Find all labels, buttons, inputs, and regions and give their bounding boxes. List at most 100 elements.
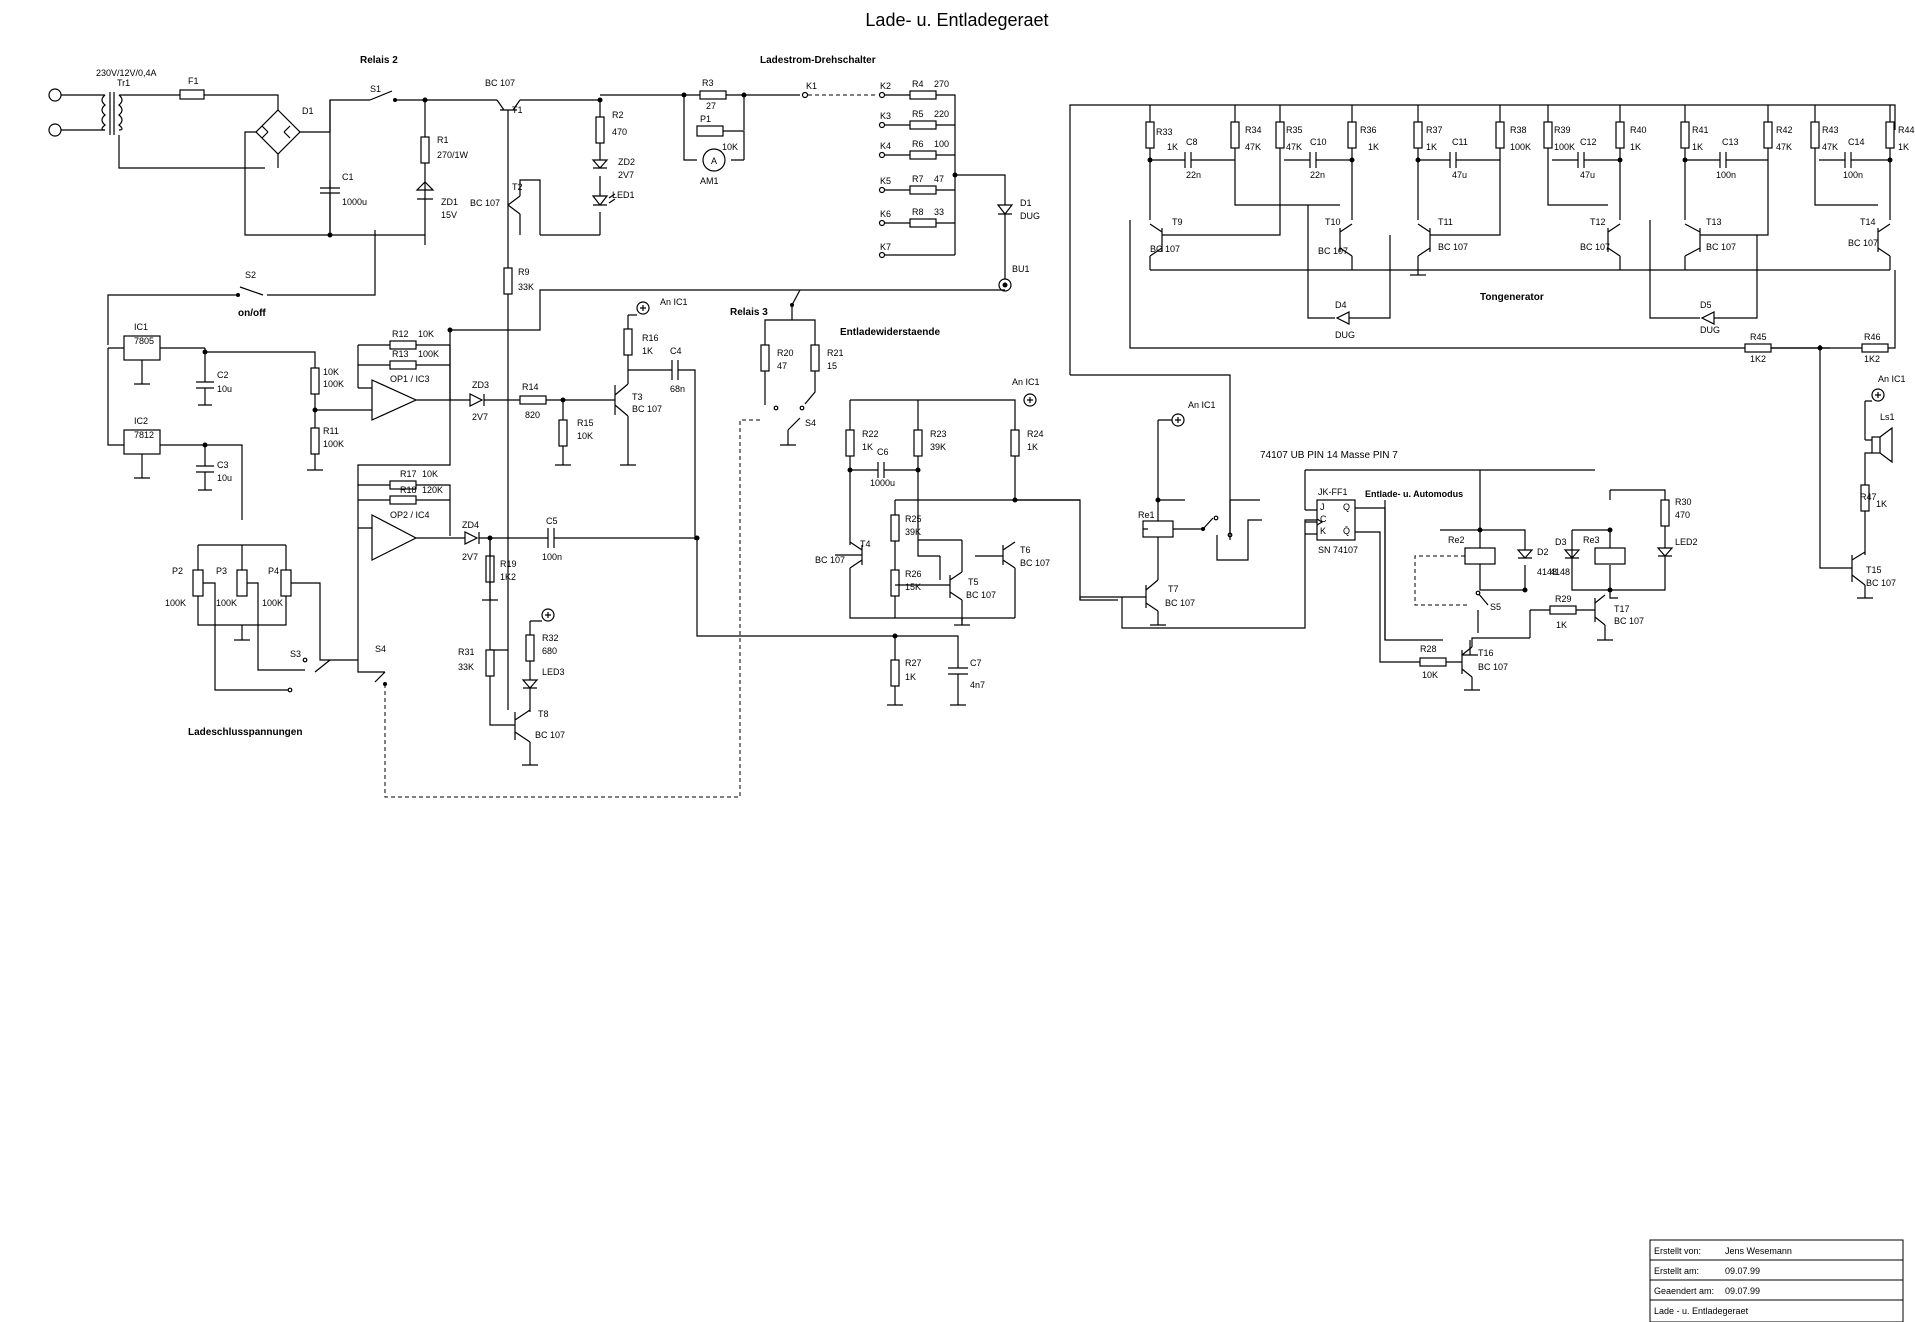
label-r8: R8	[912, 207, 924, 217]
label-r6v: 100	[934, 139, 949, 149]
schematic-drawing: Lade- u. Entladegeraet	[48, 10, 1915, 1322]
relay-re2	[1464, 547, 1496, 565]
label-c3: C3	[217, 460, 229, 470]
resistor-r27	[890, 659, 900, 687]
tb-label-2: Erstellt am:	[1654, 1266, 1699, 1276]
resistor-r8	[909, 218, 937, 228]
label-f1: F1	[188, 76, 199, 86]
resistor-r22	[845, 429, 855, 457]
resistor-r32	[525, 634, 535, 662]
tb-value-2: 09.07.99	[1725, 1266, 1760, 1276]
label-r6: R6	[912, 139, 924, 149]
resistor-r20	[760, 344, 770, 372]
label-k3: K3	[880, 111, 891, 121]
label-r7v: 47	[934, 174, 944, 184]
label-led3: LED3	[542, 667, 565, 677]
label-c14v: 100n	[1843, 170, 1863, 180]
label-ic1: IC1	[134, 322, 148, 332]
resistor-r26	[890, 569, 900, 597]
label-r42: R42	[1776, 125, 1793, 135]
label-jk: JK-FF1	[1318, 487, 1348, 497]
resistor-r17	[389, 480, 417, 490]
resistor-r15	[558, 419, 568, 447]
drawing-title: Lade- u. Entladegeraet	[865, 10, 1048, 30]
pot-p3	[236, 569, 248, 597]
resistor-r42	[1763, 121, 1773, 149]
label-zd4v: 2V7	[462, 552, 478, 562]
label-t7t: BC 107	[1165, 598, 1195, 608]
resistor-r39	[1543, 121, 1553, 149]
label-t3: T3	[632, 392, 643, 402]
pot-p4	[280, 569, 292, 597]
resistor-r37	[1413, 121, 1423, 149]
label-r24: R24	[1027, 429, 1044, 439]
label-r10: 10K	[323, 367, 339, 377]
label-c11: C11	[1452, 137, 1468, 147]
label-r17: R17	[400, 469, 417, 479]
resistor-r23	[913, 429, 923, 457]
label-t4t: BC 107	[815, 555, 845, 565]
label-c2v: 10u	[217, 384, 232, 394]
label-r32: R32	[542, 633, 559, 643]
resistor-r45	[1744, 343, 1772, 353]
label-d3v: 4148	[1550, 567, 1570, 577]
label-d3: D3	[1555, 537, 1567, 547]
label-r17v: 10K	[422, 469, 438, 479]
tb-value-1: Jens Wesemann	[1725, 1246, 1792, 1256]
label-r21: R21	[827, 348, 844, 358]
label-r35: R35	[1286, 125, 1303, 135]
label-r31v: 33K	[458, 662, 474, 672]
label-r33v: 1K	[1167, 142, 1178, 152]
label-jkk: K	[1320, 526, 1326, 536]
label-s3: S3	[290, 649, 301, 659]
label-r5v: 220	[934, 109, 949, 119]
label-t12t: BC 107	[1580, 242, 1610, 252]
resistor-r4	[909, 90, 937, 100]
label-k5: K5	[880, 176, 891, 186]
label-d1b: D1	[1020, 198, 1032, 208]
label-r46v: 1K2	[1864, 354, 1880, 364]
label-ladeschluss: Ladeschlusspannungen	[188, 727, 302, 738]
label-r36v: 1K	[1368, 142, 1379, 152]
flipflop-section	[1304, 469, 1674, 691]
resistor-r2	[595, 116, 605, 144]
label-supply-1: An IC1	[660, 297, 688, 307]
label-t15t: BC 107	[1866, 578, 1896, 588]
label-d5v: DUG	[1700, 325, 1720, 335]
label-r4v: 270	[934, 79, 949, 89]
relay2-line	[369, 90, 616, 710]
label-p2v: 100K	[165, 598, 186, 608]
label-ic2v: 7812	[134, 430, 154, 440]
junctions	[202, 92, 1893, 639]
label-t9: T9	[1172, 217, 1183, 227]
label-led2: LED2	[1675, 537, 1698, 547]
label-k7: K7	[880, 242, 891, 252]
label-c12: C12	[1580, 137, 1597, 147]
label-t13t: BC 107	[1706, 242, 1736, 252]
section-labels: Relais 2 Ladestrom-Drehschalter Relais 3…	[188, 55, 1906, 738]
resistor-r44	[1885, 121, 1895, 149]
resistor-r41	[1680, 121, 1690, 149]
label-t10: T10	[1325, 217, 1341, 227]
label-c6: C6	[877, 447, 889, 457]
resistor-r33	[1145, 121, 1155, 149]
label-jkc: C	[1320, 514, 1327, 524]
label-c7: C7	[970, 658, 982, 668]
label-r2v: 470	[612, 127, 627, 137]
label-t1: T1	[512, 105, 523, 115]
label-p1: P1	[700, 114, 711, 124]
label-r27: R27	[905, 658, 922, 668]
resistor-r12	[389, 340, 417, 350]
resistor-r16	[623, 328, 633, 356]
resistor-r38	[1495, 121, 1505, 149]
label-r22: R22	[862, 429, 879, 439]
label-r36: R36	[1360, 125, 1377, 135]
label-t5t: BC 107	[966, 590, 996, 600]
label-modus: Entlade- u. Automodus	[1365, 489, 1463, 499]
label-r7: R7	[912, 174, 924, 184]
label-r39v: 100K	[1554, 142, 1575, 152]
relay-re3	[1594, 547, 1626, 565]
label-d2v: 4148	[1537, 567, 1557, 577]
label-r4: R4	[912, 79, 924, 89]
